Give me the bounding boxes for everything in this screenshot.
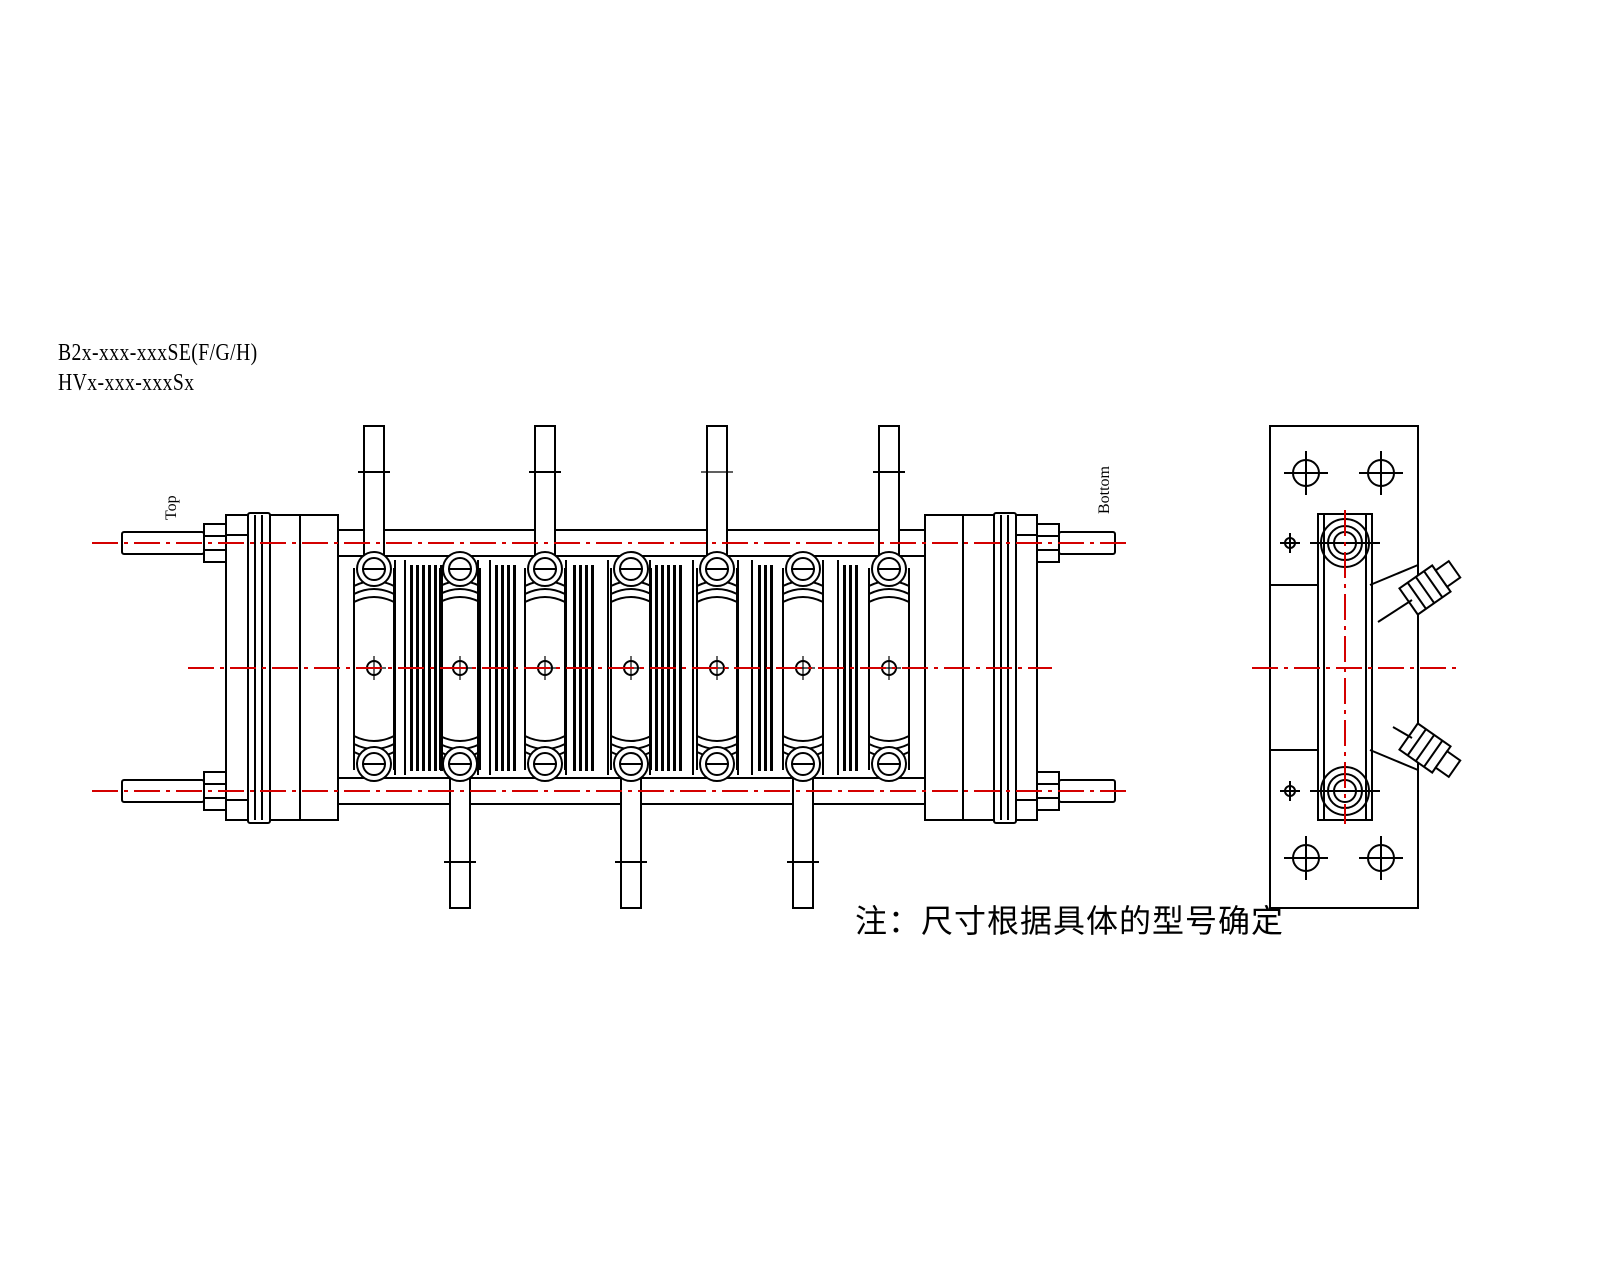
port-circle	[613, 551, 649, 587]
angled-fittings	[1377, 559, 1462, 779]
dimension-note: 注：尺寸根据具体的型号确定	[855, 902, 1285, 940]
bottom-label: Bottom	[1096, 465, 1113, 514]
top-label: Top	[163, 495, 180, 520]
port-circle	[699, 746, 735, 782]
port-circle	[785, 746, 821, 782]
port-circle	[871, 551, 907, 587]
port-circle	[699, 551, 735, 587]
port-circle	[527, 551, 563, 587]
port-circle	[527, 746, 563, 782]
side-centerlines	[1252, 510, 1458, 824]
bolt-holes	[1284, 451, 1403, 880]
left-nozzles	[121, 523, 227, 811]
port-circle	[356, 551, 392, 587]
lower-pipes	[444, 769, 819, 909]
port-circles	[356, 551, 907, 782]
port-circle	[871, 746, 907, 782]
centerlines	[92, 542, 1130, 792]
port-circle	[442, 551, 478, 587]
port-circle	[613, 746, 649, 782]
model-number-line-1: B2x-xxx-xxxSE(F/G/H)	[58, 340, 258, 366]
side-view	[1252, 425, 1462, 909]
port-circle	[442, 746, 478, 782]
port-circle	[356, 746, 392, 782]
front-view	[92, 425, 1130, 909]
upper-pipes	[358, 425, 905, 565]
port-circle	[785, 551, 821, 587]
model-number-line-2: HVx-xxx-xxxSx	[58, 370, 195, 396]
